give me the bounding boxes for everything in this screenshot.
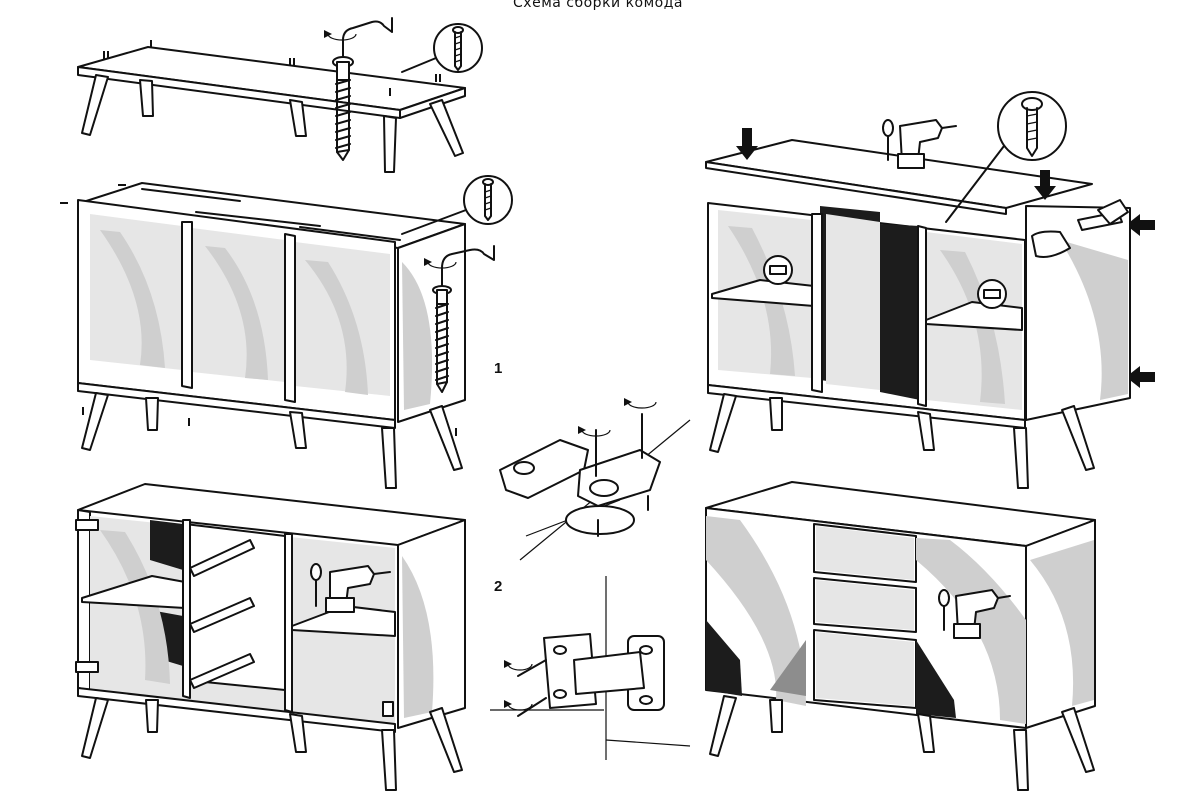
drawer-runners xyxy=(189,539,255,689)
hex-key-icon xyxy=(424,245,495,287)
hinge-install-step-2 xyxy=(490,576,691,760)
push-arrow-icon xyxy=(736,128,1155,388)
hinge-step-1-label: 1 xyxy=(494,360,503,377)
hex-key-icon xyxy=(324,17,393,59)
hinge-step-2-label: 2 xyxy=(494,578,503,595)
drill-icon xyxy=(310,563,391,613)
screw-callout xyxy=(401,175,513,235)
hammer-icon xyxy=(1031,199,1129,258)
step-base-with-legs xyxy=(77,17,483,173)
step-finished-dresser xyxy=(705,481,1096,791)
step-shelves-and-runners xyxy=(75,483,466,791)
step-carcass-frame xyxy=(60,175,513,489)
screw-icon xyxy=(332,56,354,161)
step-top-and-back-panel xyxy=(705,91,1155,489)
rotate-icon xyxy=(578,398,657,437)
shelf-pin-callout xyxy=(763,255,1007,309)
dowel-icon xyxy=(60,184,457,436)
rotate-icon xyxy=(504,660,533,711)
screw-callout xyxy=(401,23,483,73)
diagram-title: Схема сборки комода xyxy=(513,0,683,11)
screw-callout xyxy=(945,91,1067,223)
drill-icon xyxy=(938,589,1011,639)
drill-icon xyxy=(882,119,957,169)
hinge-install-step-1 xyxy=(499,398,691,561)
dowel-icon xyxy=(103,40,441,96)
screw-icon xyxy=(432,285,452,393)
